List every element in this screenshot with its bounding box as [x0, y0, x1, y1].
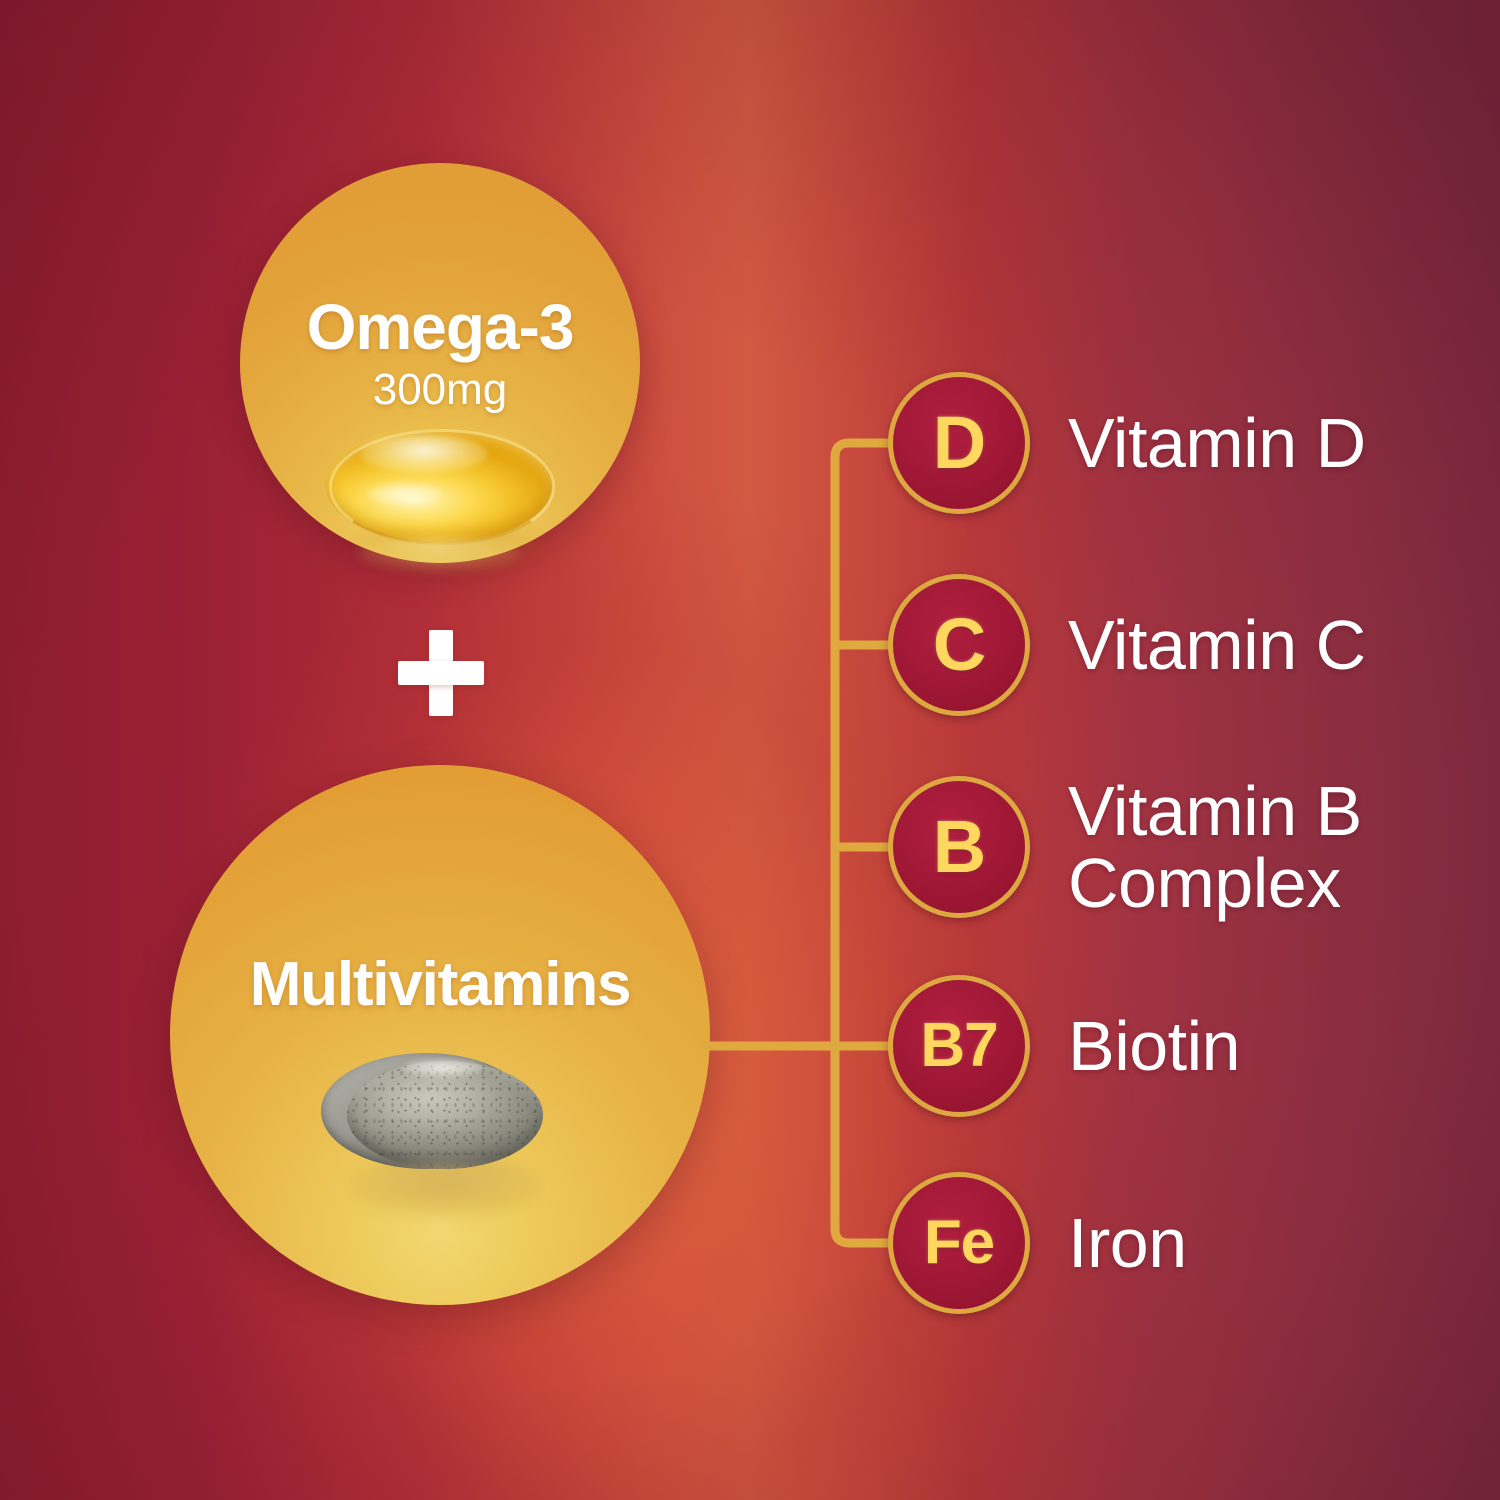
vitamin-d-label: Vitamin D — [1068, 404, 1366, 482]
biotin-badge-icon[interactable]: B7 — [888, 975, 1030, 1117]
tablet-reflection — [359, 1165, 535, 1201]
nutrient-row-vitamin-d[interactable]: D Vitamin D — [888, 370, 1366, 516]
softgel-highlight — [361, 435, 487, 473]
omega3-dose: 300mg — [372, 365, 508, 414]
vitamin-d-badge-symbol: D — [932, 401, 986, 484]
softgel-capsule-icon — [315, 411, 565, 571]
biotin-badge-symbol: B7 — [920, 1011, 998, 1080]
iron-badge-symbol: Fe — [923, 1208, 995, 1277]
vitamin-c-label: Vitamin C — [1068, 606, 1366, 684]
iron-badge-icon[interactable]: Fe — [888, 1172, 1030, 1314]
tablet-highlight — [403, 1059, 483, 1077]
omega3-title: Omega-3 — [306, 291, 575, 363]
nutrient-row-vitamin-c[interactable]: C Vitamin C — [888, 572, 1366, 718]
softgel-highlight-secondary — [367, 483, 443, 505]
biotin-label: Biotin — [1068, 1007, 1241, 1085]
vitamin-b-complex-label: Vitamin B Complex — [1068, 772, 1362, 922]
tablet-speckle-texture — [347, 1061, 543, 1169]
vitamin-b-badge-icon[interactable]: B — [888, 776, 1030, 918]
vitamin-d-badge-icon[interactable]: D — [888, 372, 1030, 514]
omega3-product-circle: Omega-3 300mg — [240, 163, 640, 571]
vitamin-c-badge-symbol: C — [932, 603, 986, 686]
multivitamin-product-circle: Multivitamins — [170, 765, 710, 1305]
nutrient-row-iron[interactable]: Fe Iron — [888, 1170, 1187, 1316]
softgel-reflection — [357, 537, 521, 571]
tablet-front-face — [347, 1061, 543, 1169]
tablet-icon — [315, 1037, 565, 1218]
multivitamin-title: Multivitamins — [249, 950, 632, 1019]
iron-label: Iron — [1068, 1204, 1187, 1282]
nutrient-row-vitamin-b-complex[interactable]: B Vitamin B Complex — [888, 774, 1362, 920]
vitamin-c-badge-icon[interactable]: C — [888, 574, 1030, 716]
plus-icon — [398, 630, 484, 716]
nutrient-row-biotin[interactable]: B7 Biotin — [888, 973, 1241, 1119]
vitamin-b-badge-symbol: B — [932, 805, 986, 888]
